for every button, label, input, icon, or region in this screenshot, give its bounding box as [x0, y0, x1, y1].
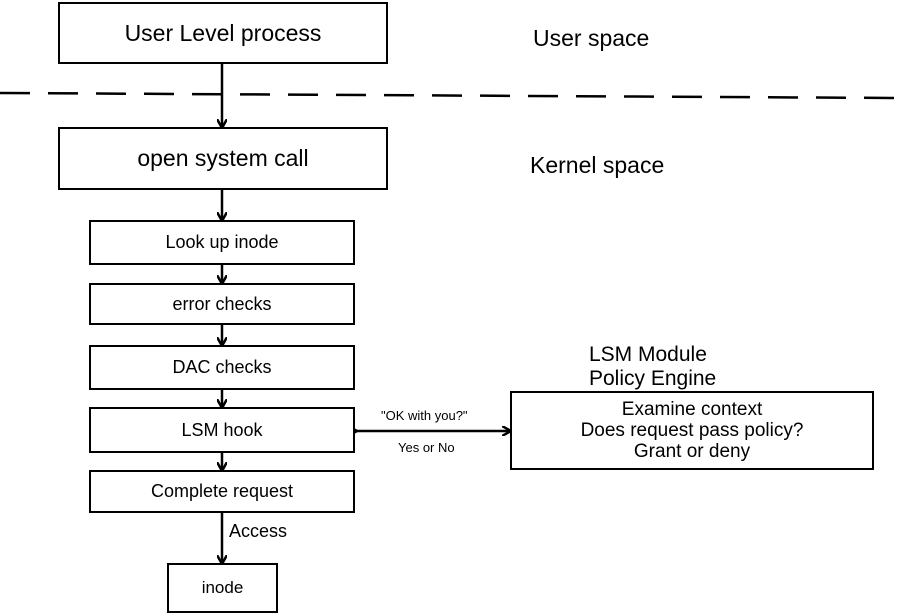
user-process-box: User Level process: [58, 2, 388, 64]
policy-engine-box: Examine context Does request pass policy…: [510, 391, 874, 470]
complete-request-box: Complete request: [89, 470, 355, 513]
complete-request-label: Complete request: [150, 481, 294, 501]
user-process-label: User Level process: [124, 19, 322, 46]
error-checks-label: error checks: [172, 293, 272, 314]
lsm-module-title-line1: LSM Module: [589, 343, 707, 366]
reply-label: Yes or No: [398, 440, 455, 455]
access-label: Access: [229, 521, 288, 541]
lsm-module-title-line2: Policy Engine: [589, 367, 717, 390]
lsm-hook-label: LSM hook: [181, 419, 263, 440]
user-kernel-boundary: [0, 91, 898, 100]
inode-label: inode: [201, 578, 244, 597]
policy-line-2: Does request pass policy?: [580, 420, 804, 441]
lsm-hook-box: LSM hook: [89, 407, 355, 453]
error-checks-box: error checks: [89, 283, 355, 325]
query-label: "OK with you?": [381, 408, 468, 423]
dac-checks-box: DAC checks: [89, 345, 355, 390]
open-syscall-box: open system call: [58, 127, 388, 190]
lsm-module-title: LSM Module Policy Engine: [589, 343, 716, 391]
kernel-space-label: Kernel space: [530, 152, 665, 178]
lookup-inode-label: Look up inode: [165, 232, 279, 252]
policy-line-3: Grant or deny: [633, 441, 751, 462]
lookup-inode-box: Look up inode: [89, 220, 355, 265]
dac-checks-label: DAC checks: [172, 357, 272, 377]
open-syscall-label: open system call: [137, 145, 309, 171]
inode-box: inode: [167, 563, 278, 613]
user-space-label: User space: [533, 25, 650, 51]
policy-line-1: Examine context: [621, 399, 763, 420]
